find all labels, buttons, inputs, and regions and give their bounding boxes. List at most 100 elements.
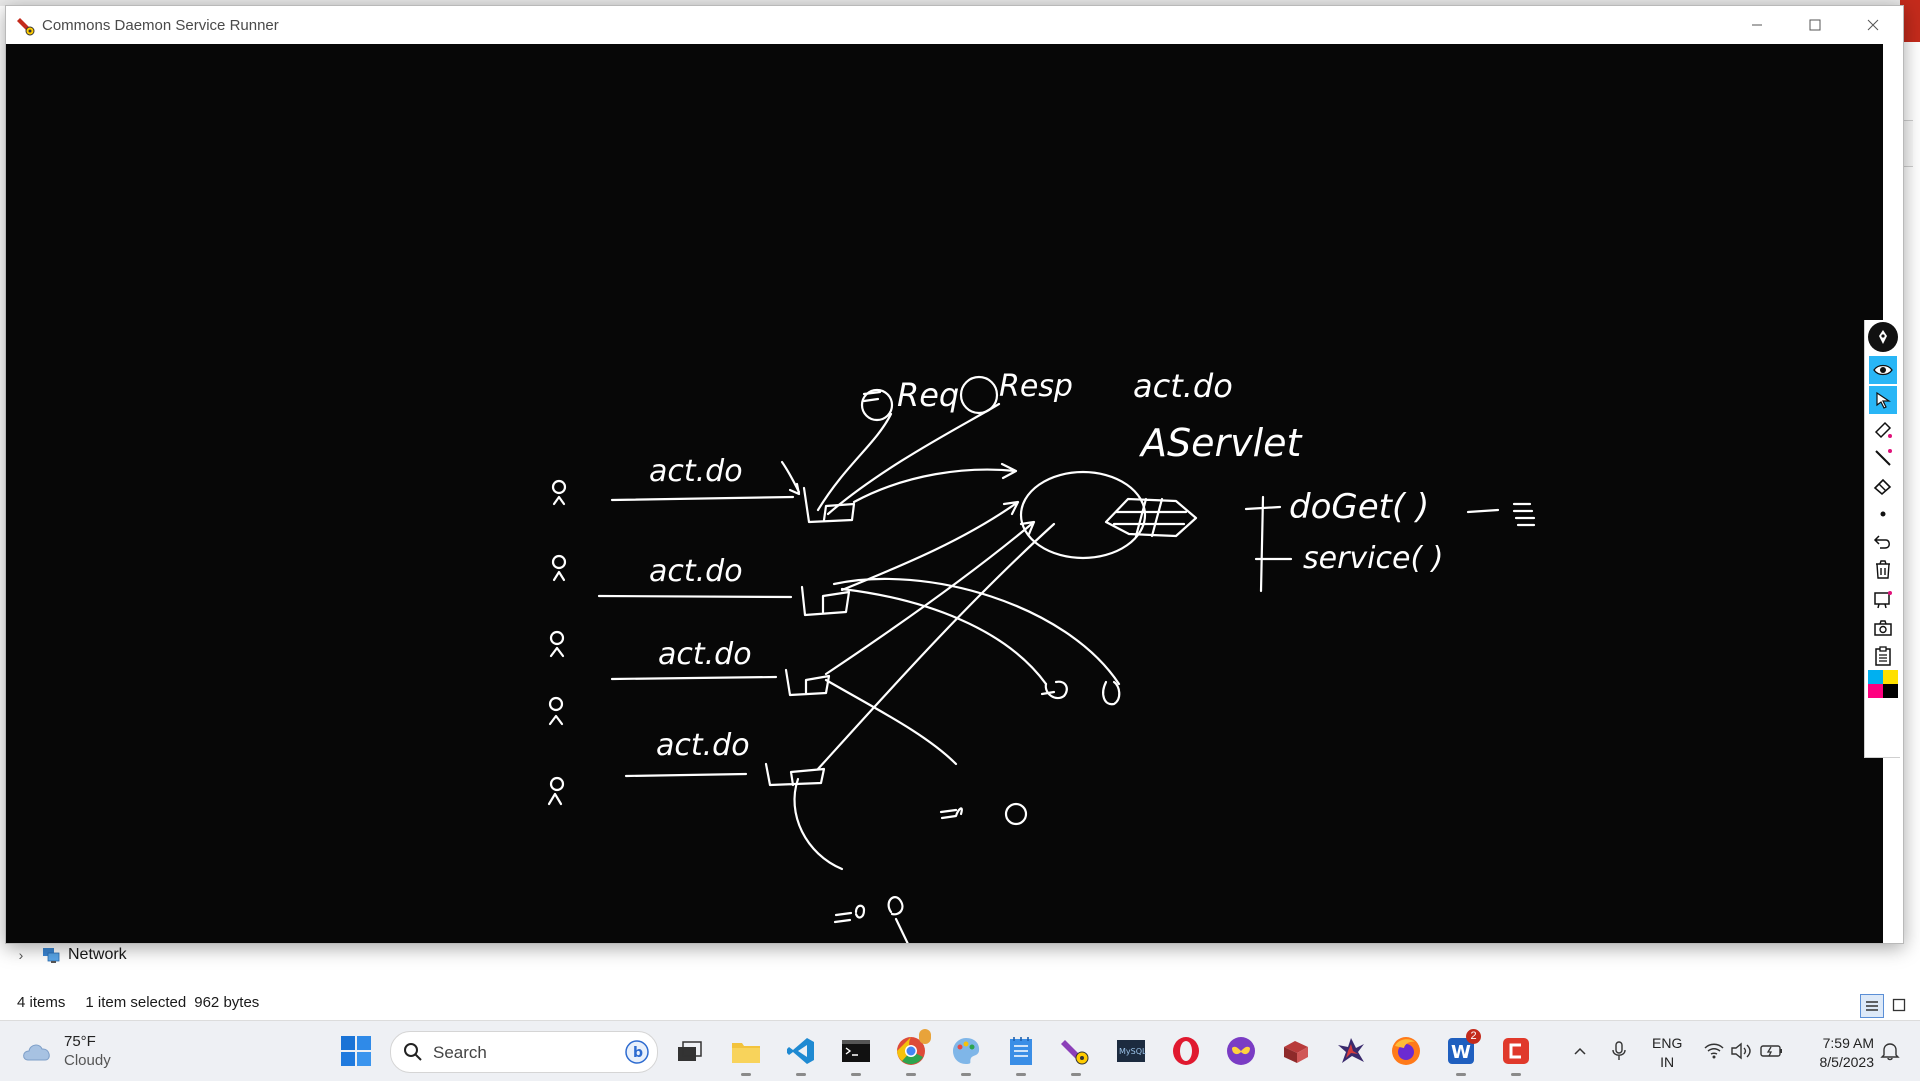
request-label-2: act.do — [649, 554, 743, 589]
opera-icon — [1173, 1037, 1199, 1065]
request-line-2 — [597, 594, 793, 599]
whiteboard-icon[interactable] — [1869, 586, 1897, 614]
arrow-box3-servlet — [824, 520, 1036, 676]
weather-temp: 75°F — [64, 1033, 96, 1050]
taskbar-winrar[interactable] — [1278, 1033, 1314, 1069]
details-view-button[interactable] — [1860, 994, 1884, 1018]
taskbar-file-explorer[interactable] — [728, 1033, 764, 1076]
url-label: act.do — [1133, 367, 1233, 405]
app-icon — [1227, 1037, 1255, 1065]
request-label-1: act.do — [649, 454, 743, 489]
taskbar-app-red[interactable] — [1498, 1033, 1534, 1076]
taskbar-vscode[interactable] — [783, 1033, 819, 1076]
taskbar: 75°F Cloudy Search b — [0, 1020, 1920, 1081]
titlebar[interactable]: Commons Daemon Service Runner — [6, 6, 1903, 44]
pointer-icon[interactable] — [1869, 386, 1897, 414]
pen-icon[interactable] — [1868, 322, 1898, 352]
taskbar-mysql[interactable]: MySQL — [1113, 1033, 1149, 1069]
bing-icon[interactable]: b — [625, 1040, 649, 1064]
minimize-icon — [1752, 24, 1762, 26]
tiles-view-icon — [1892, 998, 1906, 1012]
pen-tool-icon — [1061, 1040, 1089, 1065]
taskbar-pen-tool[interactable] — [1058, 1033, 1094, 1076]
taskbar-notepad[interactable] — [1003, 1033, 1039, 1076]
servlet-hash-arrow — [1104, 497, 1198, 538]
windows-logo-icon — [341, 1036, 371, 1066]
trash-icon[interactable] — [1869, 556, 1897, 584]
weather-widget[interactable]: 75°F Cloudy — [20, 1032, 111, 1070]
close-button[interactable] — [1844, 6, 1902, 44]
maximize-button[interactable] — [1786, 6, 1844, 44]
resp-label: Resp — [999, 369, 1073, 404]
mysql-icon: MySQL — [1117, 1040, 1146, 1062]
taskbar-firefox[interactable] — [1388, 1033, 1424, 1069]
receiver-1 — [1040, 680, 1068, 700]
receiver-6 — [887, 896, 909, 943]
response-curve-2 — [832, 577, 1121, 686]
explorer-status-bar: 4 items 1 item selected 962 bytes — [17, 994, 259, 1011]
chevron-right-icon[interactable]: › — [18, 947, 24, 963]
item-count: 4 items — [17, 994, 66, 1011]
terminal-icon — [842, 1040, 870, 1062]
volume-button[interactable] — [1730, 1039, 1754, 1063]
clipboard-icon[interactable] — [1869, 642, 1897, 670]
explorer-close-corner[interactable] — [1900, 0, 1920, 42]
user-figure-2 — [551, 554, 567, 582]
winrar-icon — [1284, 1041, 1308, 1063]
response-curve-3 — [824, 678, 958, 766]
receiver-3 — [939, 807, 963, 820]
method-doget: doGet( ) — [1289, 487, 1429, 527]
request-label-4: act.do — [656, 728, 750, 763]
battery-icon — [1760, 1045, 1782, 1057]
app-red-icon — [1503, 1038, 1529, 1064]
notifications-button[interactable] — [1878, 1039, 1902, 1063]
nav-item-network[interactable]: › Network — [10, 943, 127, 967]
dot-icon[interactable] — [1869, 500, 1897, 528]
chrome-icon — [897, 1037, 925, 1065]
cloud-icon — [23, 1044, 50, 1061]
eye-icon[interactable] — [1869, 356, 1897, 384]
notepad-icon — [1010, 1037, 1032, 1065]
taskbar-paint[interactable] — [948, 1033, 984, 1076]
taskbar-word[interactable]: W 2 — [1443, 1029, 1481, 1076]
line-icon[interactable] — [1869, 444, 1897, 472]
line-box-to-resp — [826, 402, 1001, 516]
color-yellow — [1883, 670, 1898, 684]
drawing-canvas[interactable]: act.do act.do act.do act.do Req Resp ASe… — [6, 44, 1883, 943]
doget-dash — [1466, 508, 1500, 514]
camera-icon[interactable] — [1869, 614, 1897, 642]
microphone-button[interactable] — [1607, 1039, 1631, 1063]
thread-box-2 — [800, 585, 851, 617]
request-line-4 — [624, 772, 748, 778]
language-indicator[interactable]: ENG IN — [1652, 1034, 1682, 1072]
minimize-button[interactable] — [1728, 6, 1786, 44]
user-figure-1 — [551, 479, 567, 506]
details-view-icon — [1866, 1001, 1878, 1011]
taskbar-app[interactable] — [1223, 1033, 1259, 1069]
taskbar-chrome[interactable] — [893, 1029, 931, 1076]
show-hidden-icons-button[interactable] — [1568, 1039, 1592, 1063]
weather-condition: Cloudy — [64, 1052, 111, 1069]
chevron-up-icon — [1574, 1047, 1586, 1055]
highlighter-icon[interactable] — [1869, 416, 1897, 444]
taskbar-opera[interactable] — [1168, 1033, 1204, 1069]
clock[interactable]: 7:59 AM 8/5/2023 — [1798, 1034, 1875, 1072]
task-view-button[interactable] — [672, 1033, 708, 1069]
clock-date: 8/5/2023 — [1819, 1054, 1875, 1070]
bell-icon — [1880, 1043, 1900, 1061]
search-icon — [404, 1043, 422, 1061]
search-input[interactable]: Search b — [390, 1031, 658, 1073]
receiver-4 — [1004, 802, 1028, 826]
eraser-icon[interactable] — [1869, 472, 1897, 500]
microphone-icon — [1612, 1041, 1626, 1060]
start-button[interactable] — [340, 1035, 372, 1067]
vscode-icon — [787, 1038, 814, 1064]
undo-icon[interactable] — [1869, 528, 1897, 556]
color-palette-icon[interactable] — [1868, 670, 1898, 698]
large-icons-view-button[interactable] — [1888, 994, 1910, 1016]
taskbar-terminal[interactable] — [838, 1033, 874, 1076]
taskbar-eclipse[interactable] — [1333, 1033, 1369, 1069]
request-line-3 — [610, 675, 778, 681]
wifi-button[interactable] — [1702, 1039, 1726, 1063]
battery-button[interactable] — [1760, 1039, 1784, 1063]
